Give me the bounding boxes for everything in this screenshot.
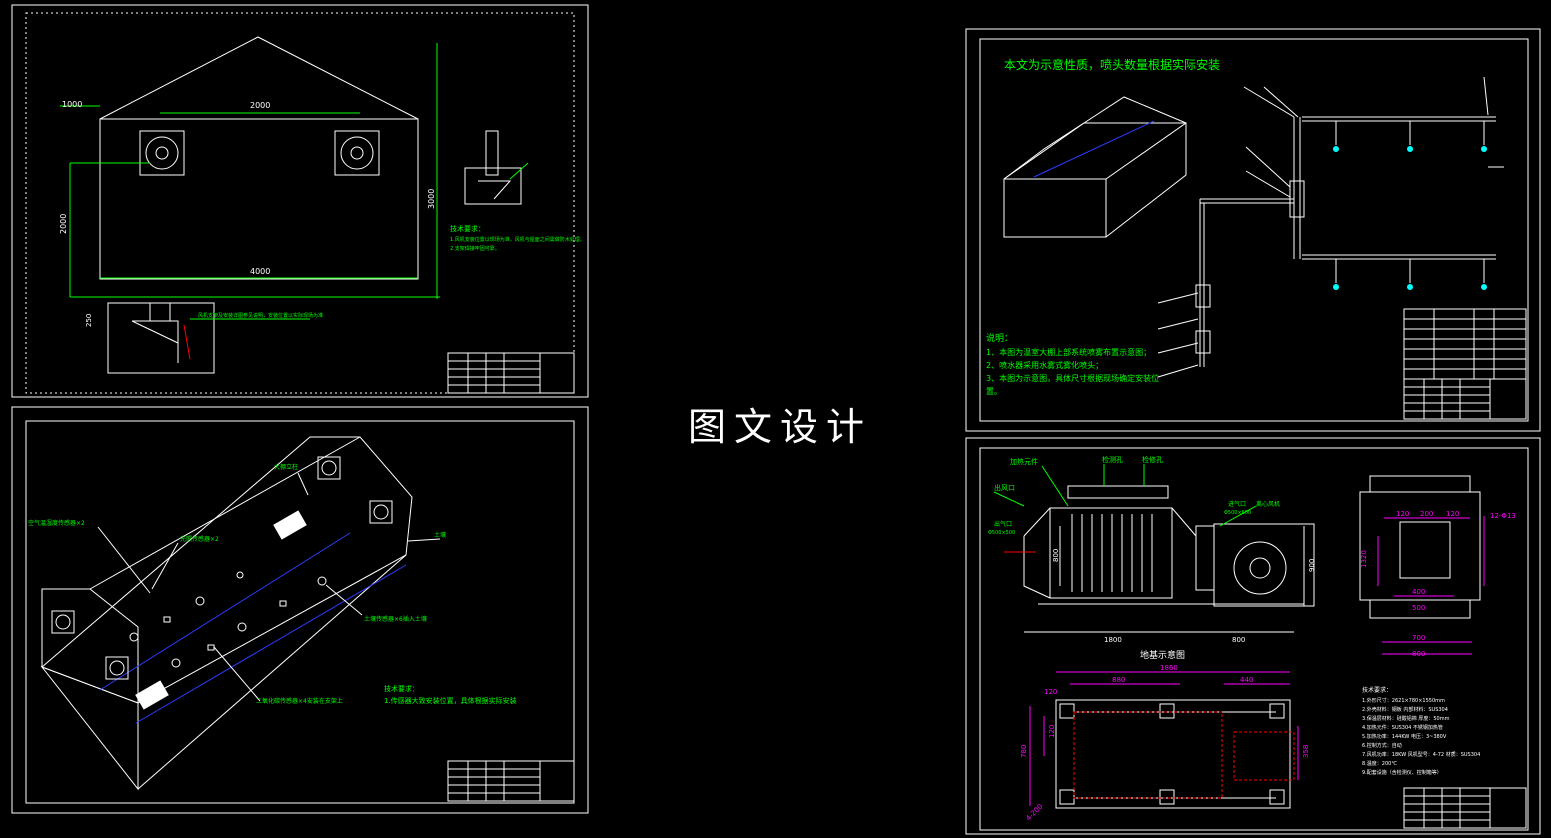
- note-2: 2.支架焊接牢固可靠。: [450, 245, 500, 252]
- building-elevation: [99, 36, 419, 280]
- spec-5: 5.加热功率：144KW 电压：3~380V: [1362, 733, 1447, 740]
- foundation-dimension-lines: [1029, 671, 1299, 806]
- spec-2: 2.外壳材料：钢板 内部材料：SUS304: [1362, 706, 1448, 713]
- dim-top1: 120: [1396, 510, 1409, 518]
- spec-8: 8.温度：200℃: [1362, 760, 1397, 767]
- sheet3-heading: 本文为示意性质，喷头数量根据实际安装: [1004, 57, 1220, 72]
- label-inlet: 进气口: [1228, 500, 1246, 508]
- heater-side-view: [1359, 475, 1481, 619]
- notes-title: 技术要求：: [384, 684, 419, 693]
- note-2: 2、喷水器采用水雾式雾化喷头；: [986, 360, 1103, 370]
- pump-icon: [135, 510, 307, 710]
- sheet-4-heater-unit: 加热元件 出风口 检测孔 检修孔 进气口 Φ500×600 离心风机 出气口 Φ…: [965, 437, 1541, 835]
- dim-g: 4-200: [1024, 802, 1044, 822]
- sheet-2-sensor-layout: 大棚立柱 空气温湿度传感器×2 光照传感器×2 土壤 土壤传感器×6插入土壤 二…: [11, 406, 589, 814]
- label-fan: 离心风机: [1256, 500, 1280, 508]
- dim-r1: 400: [1412, 588, 1425, 596]
- spec-title: 技术要求：: [1362, 686, 1392, 694]
- bracket-detail: [464, 130, 522, 205]
- label-fan: 大棚立柱: [274, 463, 298, 471]
- notes-title: 说明：: [986, 332, 1013, 344]
- foundation-hidden-lines: [1073, 711, 1295, 799]
- dim-r2: 500: [1412, 604, 1425, 612]
- title-block: [1403, 787, 1527, 829]
- note-1: 1、本图为温室大棚上部系统喷雾布置示意图；: [986, 347, 1151, 357]
- dim-d: 780: [1020, 745, 1028, 758]
- label-heater: 加热元件: [1010, 457, 1038, 466]
- callout-text: 风机支架及安装详图参见说明，安装位置以实际现场为准: [198, 312, 323, 319]
- fan-icon: [139, 130, 380, 176]
- spec-4: 4.加热元件：SUS304 不锈钢加热管: [1362, 724, 1443, 731]
- greenhouse-3d: [40, 436, 413, 791]
- dim-c: 120: [1044, 688, 1057, 696]
- center-title: 图文设计: [687, 405, 872, 449]
- spec-1: 1.外形尺寸：2621×780×1550mm: [1362, 697, 1445, 704]
- dim-h1: 900: [1308, 559, 1316, 572]
- greenhouse-box: [1003, 96, 1187, 238]
- dim-small: 250: [85, 314, 93, 327]
- nozzle-icons: [1335, 121, 1485, 283]
- dim-hole: 12-Φ13: [1490, 512, 1516, 520]
- dim-a: 880: [1112, 676, 1125, 684]
- foundation-plan: [1055, 699, 1291, 809]
- dim-bottom: 4000: [250, 267, 270, 276]
- dimension-lines: [1024, 526, 1305, 633]
- leader-lines: [993, 464, 1257, 527]
- label-test-hole: 检测孔: [1102, 455, 1123, 464]
- parts-table: [1403, 308, 1527, 380]
- note-4: 置。: [986, 387, 1002, 396]
- note-1: 1.传感器大致安装位置，具体根据实际安装: [384, 696, 517, 705]
- leader-lines: [97, 472, 441, 702]
- dim-top: 2000: [250, 101, 270, 110]
- spec-6: 6.控制方式：自动: [1362, 742, 1402, 749]
- label-inlet-size: Φ500×600: [1224, 510, 1251, 516]
- spec-7: 7.风机功率：18KW 风机型号：4-72 材质：SUS304: [1362, 751, 1480, 758]
- dim-r3: 700: [1412, 634, 1425, 642]
- label-light: 光照传感器×2: [180, 535, 219, 543]
- dim-b: 440: [1240, 676, 1253, 684]
- label-soil: 土壤: [434, 531, 446, 539]
- spec-3: 3.保温层材料：硅酸铝棉 厚度：50mm: [1362, 715, 1450, 722]
- dim-w2: 800: [1232, 636, 1245, 644]
- label-exhaust-size: Φ500×500: [988, 530, 1015, 536]
- title-block: [1403, 378, 1527, 420]
- label-co2: 二氧化碳传感器×4安装在支架上: [256, 697, 343, 705]
- dim-total: 1860: [1160, 664, 1178, 672]
- note-3: 3、本图为示意图，具体尺寸根据现场确定安装位: [986, 373, 1159, 383]
- title-block: [447, 352, 575, 394]
- fan-icon: [51, 456, 393, 680]
- label-air-sensor: 空气温湿度传感器×2: [28, 519, 85, 527]
- heating-elements: [1071, 514, 1153, 592]
- mount-detail: [107, 302, 215, 374]
- title-block: [447, 760, 575, 802]
- dim-f: 358: [1302, 745, 1310, 758]
- nozzle-icon: [1333, 146, 1487, 290]
- label-soil-sensor: 土壤传感器×6插入土壤: [364, 615, 427, 623]
- sheet-1-building-elevation: 1000 2000 2000 3000 4000 技术要求： 1.风机安装位置以…: [11, 4, 589, 398]
- dim-h2: 800: [1052, 549, 1060, 562]
- dim-r4: 800: [1412, 650, 1425, 658]
- notes-title: 技术要求：: [450, 224, 485, 233]
- dim-left: 1000: [62, 100, 82, 109]
- side-dimension-lines: [1377, 516, 1485, 655]
- foundation-title: 地基示意图: [1140, 649, 1185, 661]
- leader-lines: [1157, 76, 1504, 378]
- dim-w1: 1800: [1104, 636, 1122, 644]
- dim-top3: 120: [1446, 510, 1459, 518]
- dim-e: 120: [1048, 725, 1056, 738]
- note-1: 1.风机安装位置以现场为准，风机与屋面之间需做防水处理。: [450, 236, 585, 243]
- label-outlet: 出风口: [994, 483, 1015, 492]
- sensor-icons: [129, 571, 327, 668]
- dim-top2: 200: [1420, 510, 1433, 518]
- label-exhaust: 出气口: [994, 520, 1012, 528]
- spec-9: 9.配套设施（含检测仪、控制箱等）: [1362, 769, 1442, 776]
- dim-side: 1320: [1360, 550, 1368, 568]
- dim-height-total: 3000: [427, 189, 436, 209]
- label-access-hole: 检修孔: [1142, 455, 1163, 464]
- dimension-lines: [60, 43, 440, 299]
- dim-height: 2000: [59, 214, 68, 234]
- sheet-3-spray-system: 本文为示意性质，喷头数量根据实际安装 说明： 1、本图为温室大棚上部系统喷雾布置…: [965, 28, 1541, 432]
- heater-body: [1023, 485, 1315, 607]
